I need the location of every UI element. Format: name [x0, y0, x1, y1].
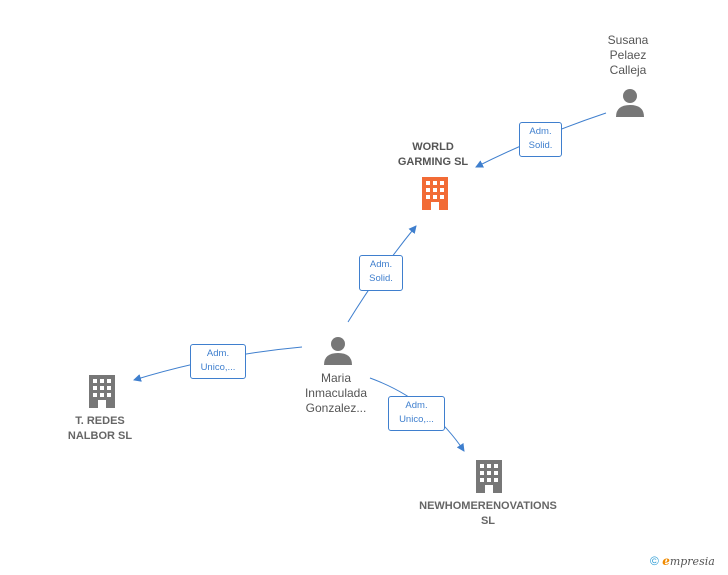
copyright-symbol: © — [650, 554, 659, 568]
node-label-maria: Maria Inmaculada Gonzalez... — [304, 371, 368, 415]
brand-logo-initial: e — [662, 554, 670, 568]
brand-logo-text: mpresia — [669, 555, 715, 568]
footer-brand: © empresia — [650, 554, 715, 568]
edge-label-maria-world[interactable]: Adm. Solid. — [359, 255, 403, 291]
edge-label-susana-world[interactable]: Adm. Solid. — [519, 122, 562, 157]
building-icon[interactable] — [85, 374, 119, 409]
node-label-tredes: T. REDES NALBOR SL — [67, 415, 133, 442]
edge-label-maria-tredes[interactable]: Adm. Unico,... — [190, 344, 246, 379]
edge-label-maria-newhome[interactable]: Adm. Unico,... — [388, 396, 445, 431]
building-icon[interactable] — [418, 176, 452, 211]
person-icon[interactable] — [322, 335, 354, 365]
node-label-susana: Susana Pelaez Calleja — [607, 33, 649, 77]
person-icon[interactable] — [614, 87, 646, 117]
node-label-newhome: NEWHOMERENOVATIONS SL — [419, 500, 557, 527]
building-icon[interactable] — [472, 459, 506, 494]
node-label-world-garming: WORLD GARMING SL — [397, 141, 469, 168]
